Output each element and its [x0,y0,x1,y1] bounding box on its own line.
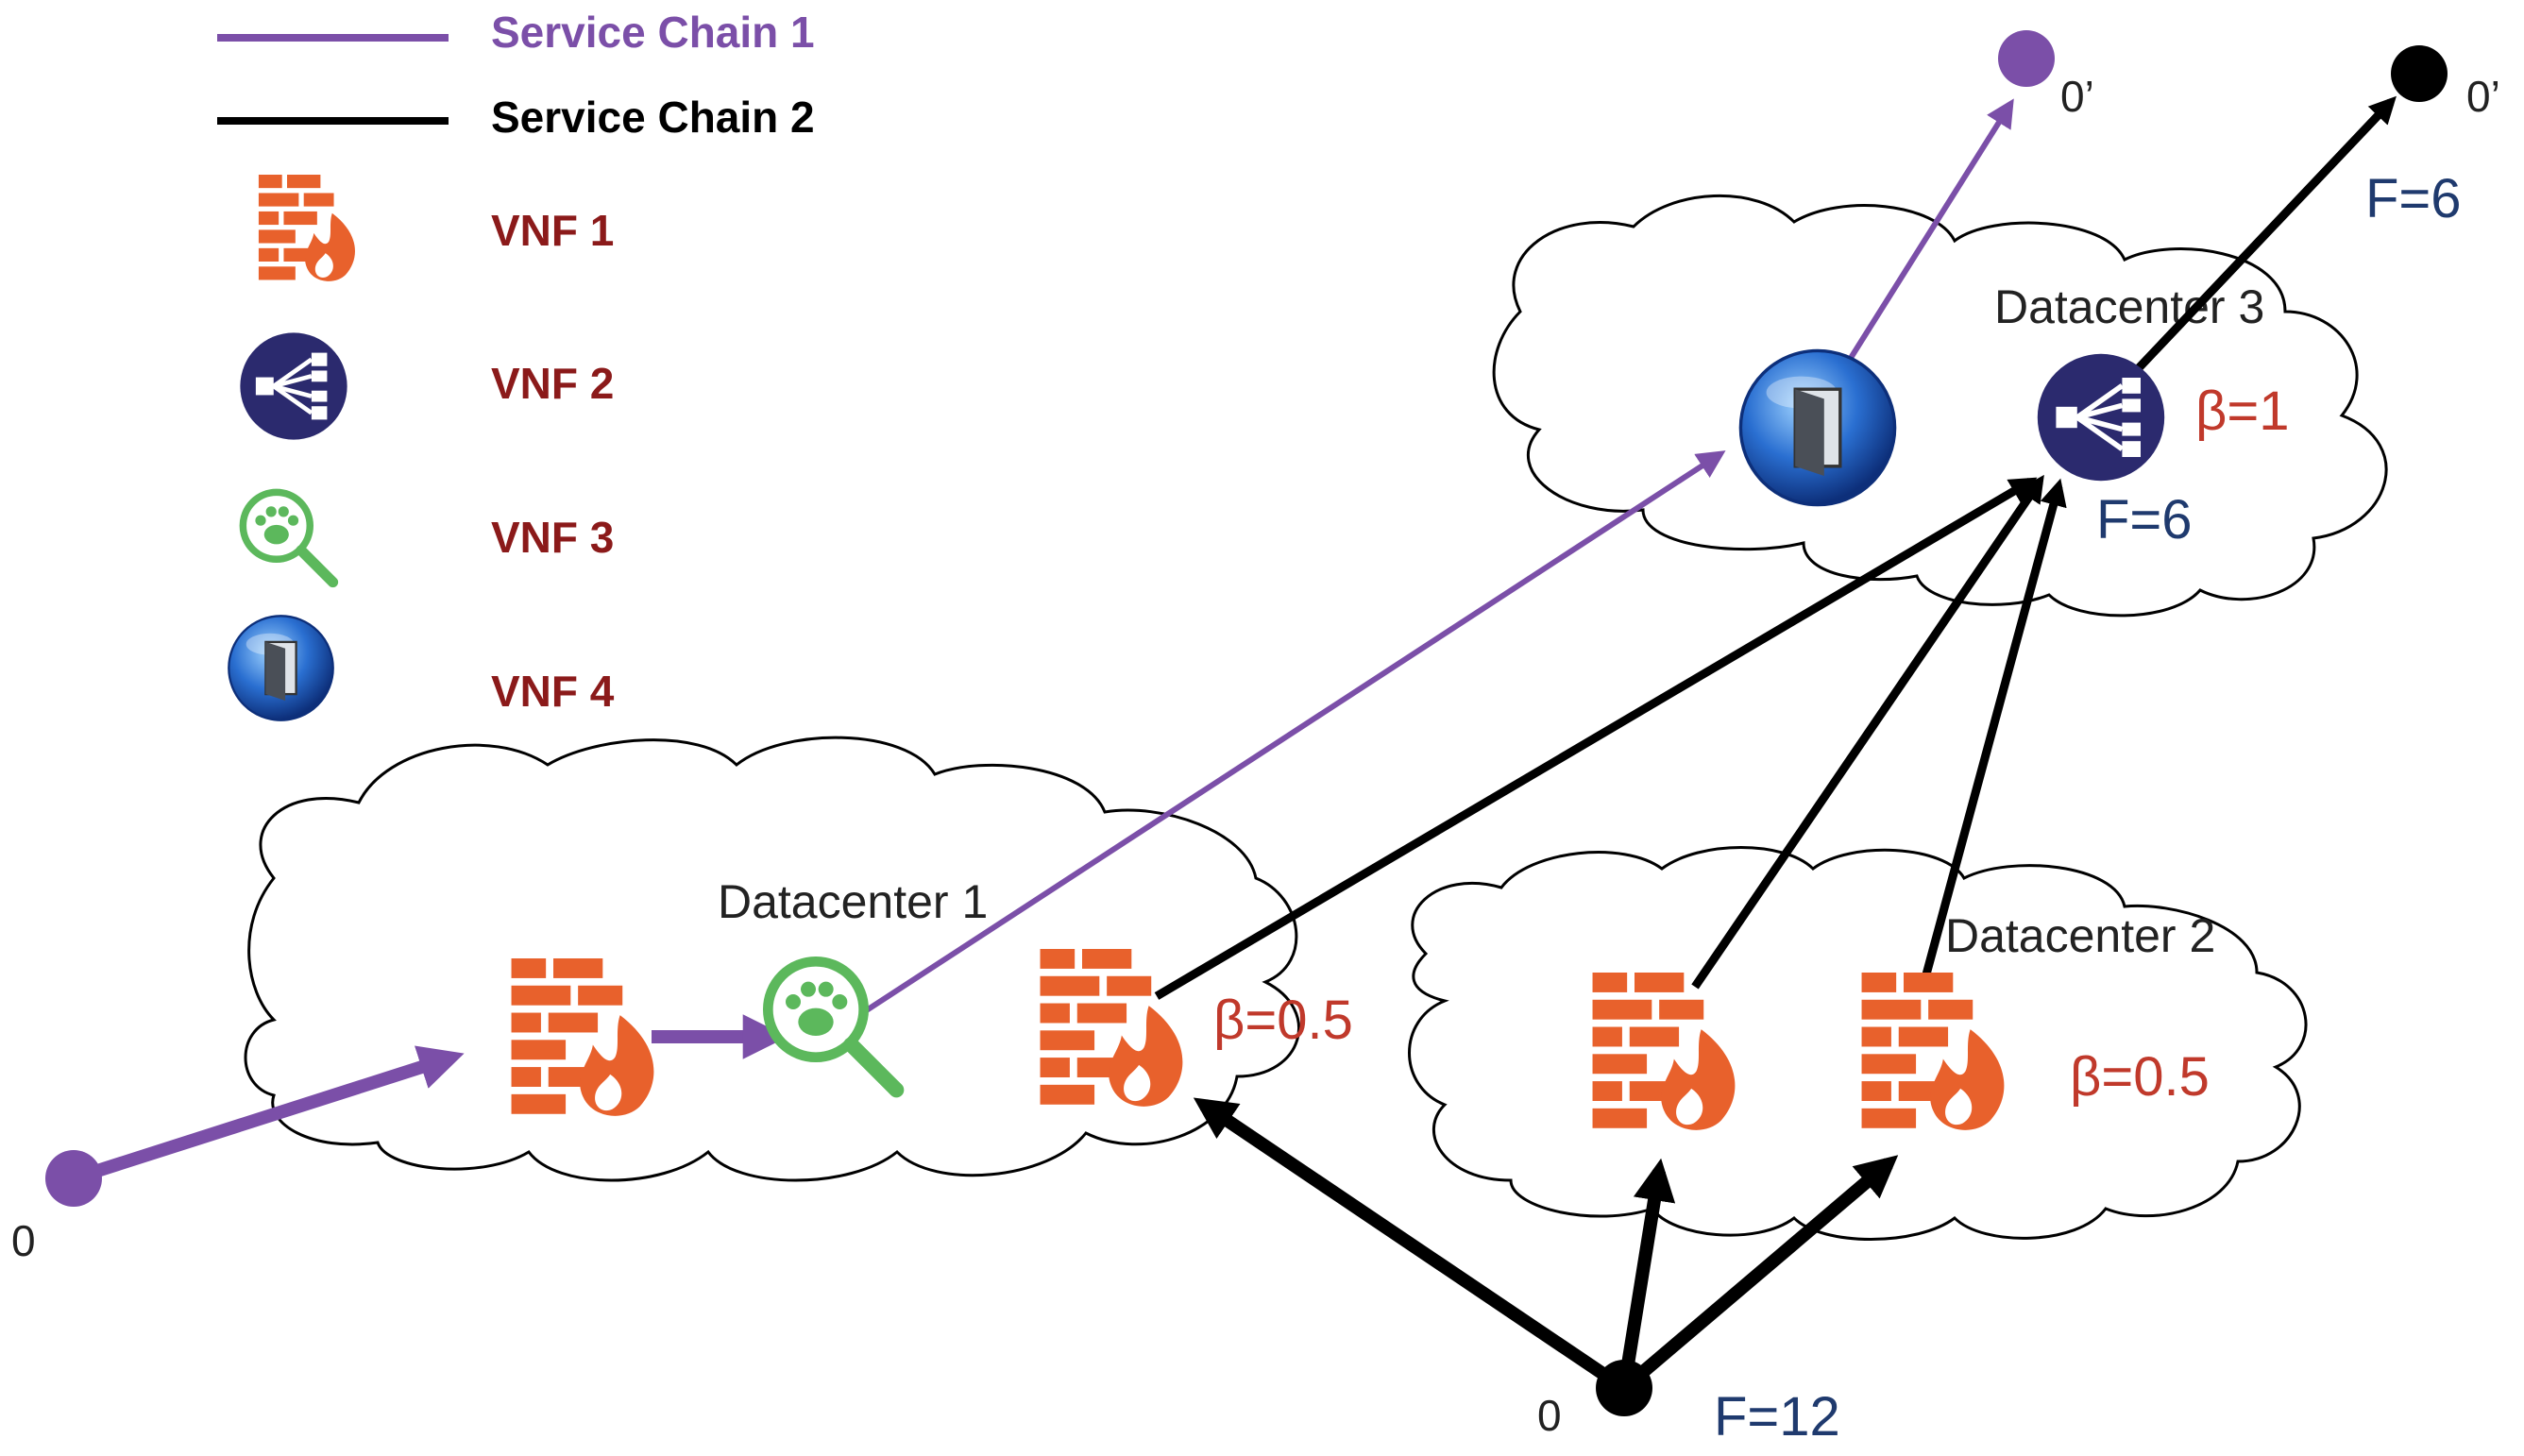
chain1-edge-vnf3-to-vnf4 [857,450,1726,1018]
datacenter-2-cloud [1408,846,2308,1241]
dc1-beta-label: β=0.5 [1213,990,1353,1051]
dest-flow-label: F=6 [2365,168,2462,229]
datacenter-1-label: Datacenter 1 [718,875,988,928]
chain2-source-label: 0 [1537,1391,1562,1440]
chain2-edge-source-to-dc2-fw2 [1619,1155,1899,1394]
source-flow-label: F=12 [1714,1386,1840,1448]
legend-paw-search-icon [243,492,332,582]
legend-vnf4-label: VNF 4 [491,667,615,716]
legend: Service Chain 1 Service Chain 2 VNF 1 VN… [217,8,815,721]
datacenter-3-cloud [1492,194,2388,618]
legend-vnf3-label: VNF 3 [491,513,614,562]
datacenter-1-cloud [244,736,1301,1182]
chain1-source-node [45,1150,102,1207]
chain2-edge-source-to-dc2-fw1 [1618,1158,1676,1390]
chain2-edge-dc1-fw-to-vnf2 [1154,477,2038,1000]
chain2-edge-dc2-fw1-to-vnf2 [1691,474,2044,990]
legend-firewall-icon [258,175,355,281]
chain1-edge-source-to-vnf1 [71,1045,465,1185]
legend-vnf1-label: VNF 1 [491,206,614,255]
legend-chain1-label: Service Chain 1 [491,8,815,57]
legend-vnf2-label: VNF 2 [491,359,614,408]
dc2-beta-label: β=0.5 [2070,1046,2210,1108]
chain2-edge-vnf2-to-dest [2130,95,2397,377]
chain1-dest-node [1998,30,2055,87]
legend-globe-door-icon [228,615,334,721]
datacenter-3-label: Datacenter 3 [1994,280,2264,333]
chain2-dest-label: 0’ [2466,72,2500,121]
service-chain-1-path [71,98,2014,1185]
chain2-edge-dc2-fw2-to-vnf2 [1922,478,2067,976]
service-chain-2-path [1154,95,2397,1394]
datacenter-2-label: Datacenter 2 [1945,909,2215,962]
legend-chain2-label: Service Chain 2 [491,93,815,142]
dc3-vnf2-load-balancer-icon [2038,354,2164,481]
legend-load-balancer-icon [240,332,347,439]
dc3-beta-label: β=1 [2195,381,2290,442]
dc3-flow-label: F=6 [2096,489,2193,550]
chain2-edge-source-to-dc1-fw [1193,1097,1628,1394]
chain1-edge-vnf4-to-dest [1838,98,2014,375]
chain1-source-label: 0 [11,1216,36,1265]
dc3-vnf4-globe-door-icon [1738,348,1897,507]
chain2-dest-node [2391,45,2448,102]
chain1-dest-label: 0’ [2060,72,2094,121]
chain2-source-node [1596,1360,1652,1416]
